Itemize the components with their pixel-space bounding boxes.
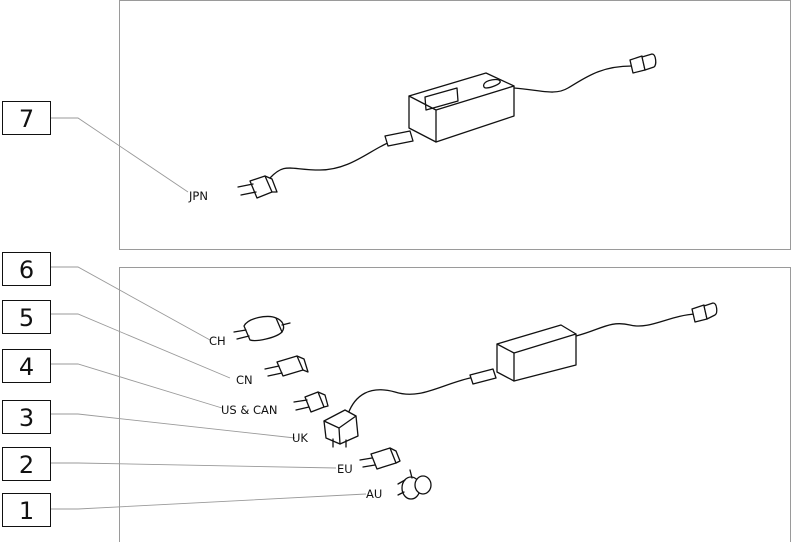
output-cable	[513, 65, 633, 93]
power-brick	[408, 72, 515, 143]
barrel-connector-2	[691, 302, 718, 323]
callout-7: 7	[2, 101, 51, 135]
cable-connector-2	[469, 368, 497, 385]
brick-label-area	[424, 87, 459, 111]
label-eu: EU	[337, 462, 353, 476]
cable-connector	[384, 130, 414, 147]
callout-number: 2	[19, 451, 34, 479]
callout-6: 6	[2, 252, 51, 286]
au-adapter	[397, 469, 432, 500]
callout-3: 3	[2, 400, 51, 434]
label-jpn: JPN	[188, 189, 208, 203]
callout-number: 6	[19, 256, 34, 284]
input-cable-2	[347, 377, 471, 415]
bottom-charger-illustration	[347, 302, 718, 415]
label-au: AU	[366, 487, 382, 501]
us-can-adapter	[293, 391, 329, 413]
output-cable-2	[575, 313, 697, 337]
barrel-connector	[629, 53, 657, 74]
eu-adapter	[359, 447, 401, 470]
input-cable	[269, 141, 391, 179]
callout-1: 1	[2, 493, 51, 527]
callout-number: 7	[19, 105, 34, 133]
label-ch: CH	[209, 334, 226, 348]
callout-5: 5	[2, 300, 51, 334]
power-brick-2	[496, 324, 577, 382]
callout-2: 2	[2, 447, 51, 481]
jpn-charger-illustration	[237, 53, 657, 199]
callout-number: 1	[19, 497, 34, 525]
leader-lines	[51, 117, 367, 510]
callout-number: 5	[19, 304, 34, 332]
callout-number: 3	[19, 404, 34, 432]
ch-adapter	[233, 315, 291, 342]
label-cn: CN	[236, 373, 253, 387]
label-uk: UK	[292, 431, 308, 445]
uk-adapter	[323, 409, 359, 448]
label-us-can: US & CAN	[221, 403, 278, 417]
callout-4: 4	[2, 349, 51, 383]
callout-number: 4	[19, 353, 34, 381]
cn-adapter	[264, 355, 309, 377]
jpn-plug	[237, 175, 278, 199]
